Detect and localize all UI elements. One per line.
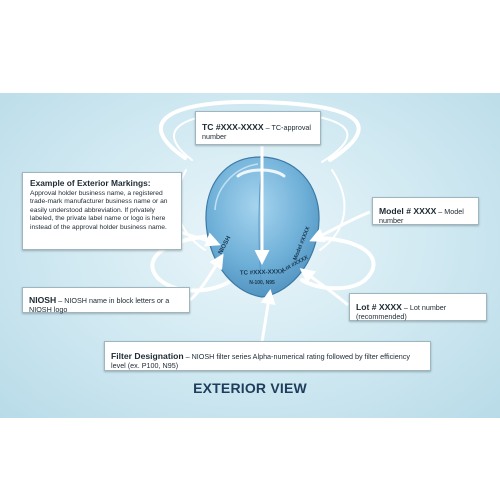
mask-center-small: N-100, N95	[249, 280, 275, 286]
arrow-filter	[260, 289, 276, 343]
callout-niosh-desc: – NIOSH name in block letters or a NIOSH…	[29, 296, 170, 314]
callout-tc-desc: – TC-approval number	[202, 123, 312, 141]
callout-lot-label: Lot # XXXX	[356, 302, 402, 312]
arrow-niosh	[189, 253, 224, 302]
callout-exterior-markings: Example of Exterior Markings: Approval h…	[22, 172, 182, 250]
mask-edge-highlight	[214, 163, 259, 211]
upper-strap	[159, 99, 361, 162]
arrow-lot	[299, 268, 349, 307]
callout-niosh-label: NIOSH	[29, 295, 57, 305]
exterior-view-title: EXTERIOR VIEW	[193, 380, 307, 396]
arrow-model	[309, 210, 371, 242]
callout-lot-desc: – Lot number (recommended)	[356, 303, 447, 321]
callout-filter-desc: – NIOSH filter series Alpha-numerical ra…	[111, 352, 410, 370]
callout-markings-body: Approval holder business name, a registe…	[30, 189, 168, 231]
callout-markings-heading: Example of Exterior Markings:	[30, 178, 151, 188]
callout-filter-label: Filter Designation	[111, 351, 184, 361]
callout-model-label: Model # XXXX	[379, 206, 437, 216]
callout-tc-label: TC #XXX-XXXX	[202, 122, 264, 132]
mask-center-marking: TC #XXX-XXXX	[240, 268, 285, 277]
callout-tc-number: TC #XXX-XXXX – TC-approval number	[195, 111, 321, 145]
callout-model-number: Model # XXXX – Model number	[372, 197, 479, 225]
arrow-markings	[179, 230, 221, 247]
lower-strap-right	[300, 236, 376, 291]
callout-filter-designation: Filter Designation – NIOSH filter series…	[104, 341, 431, 371]
callout-niosh: NIOSH – NIOSH name in block letters or a…	[22, 287, 190, 314]
callout-model-desc: – Model number	[379, 207, 464, 225]
callout-arrows	[179, 146, 371, 343]
callout-lot-number: Lot # XXXX – Lot number (recommended)	[349, 293, 487, 321]
strap-right-side	[319, 169, 346, 251]
